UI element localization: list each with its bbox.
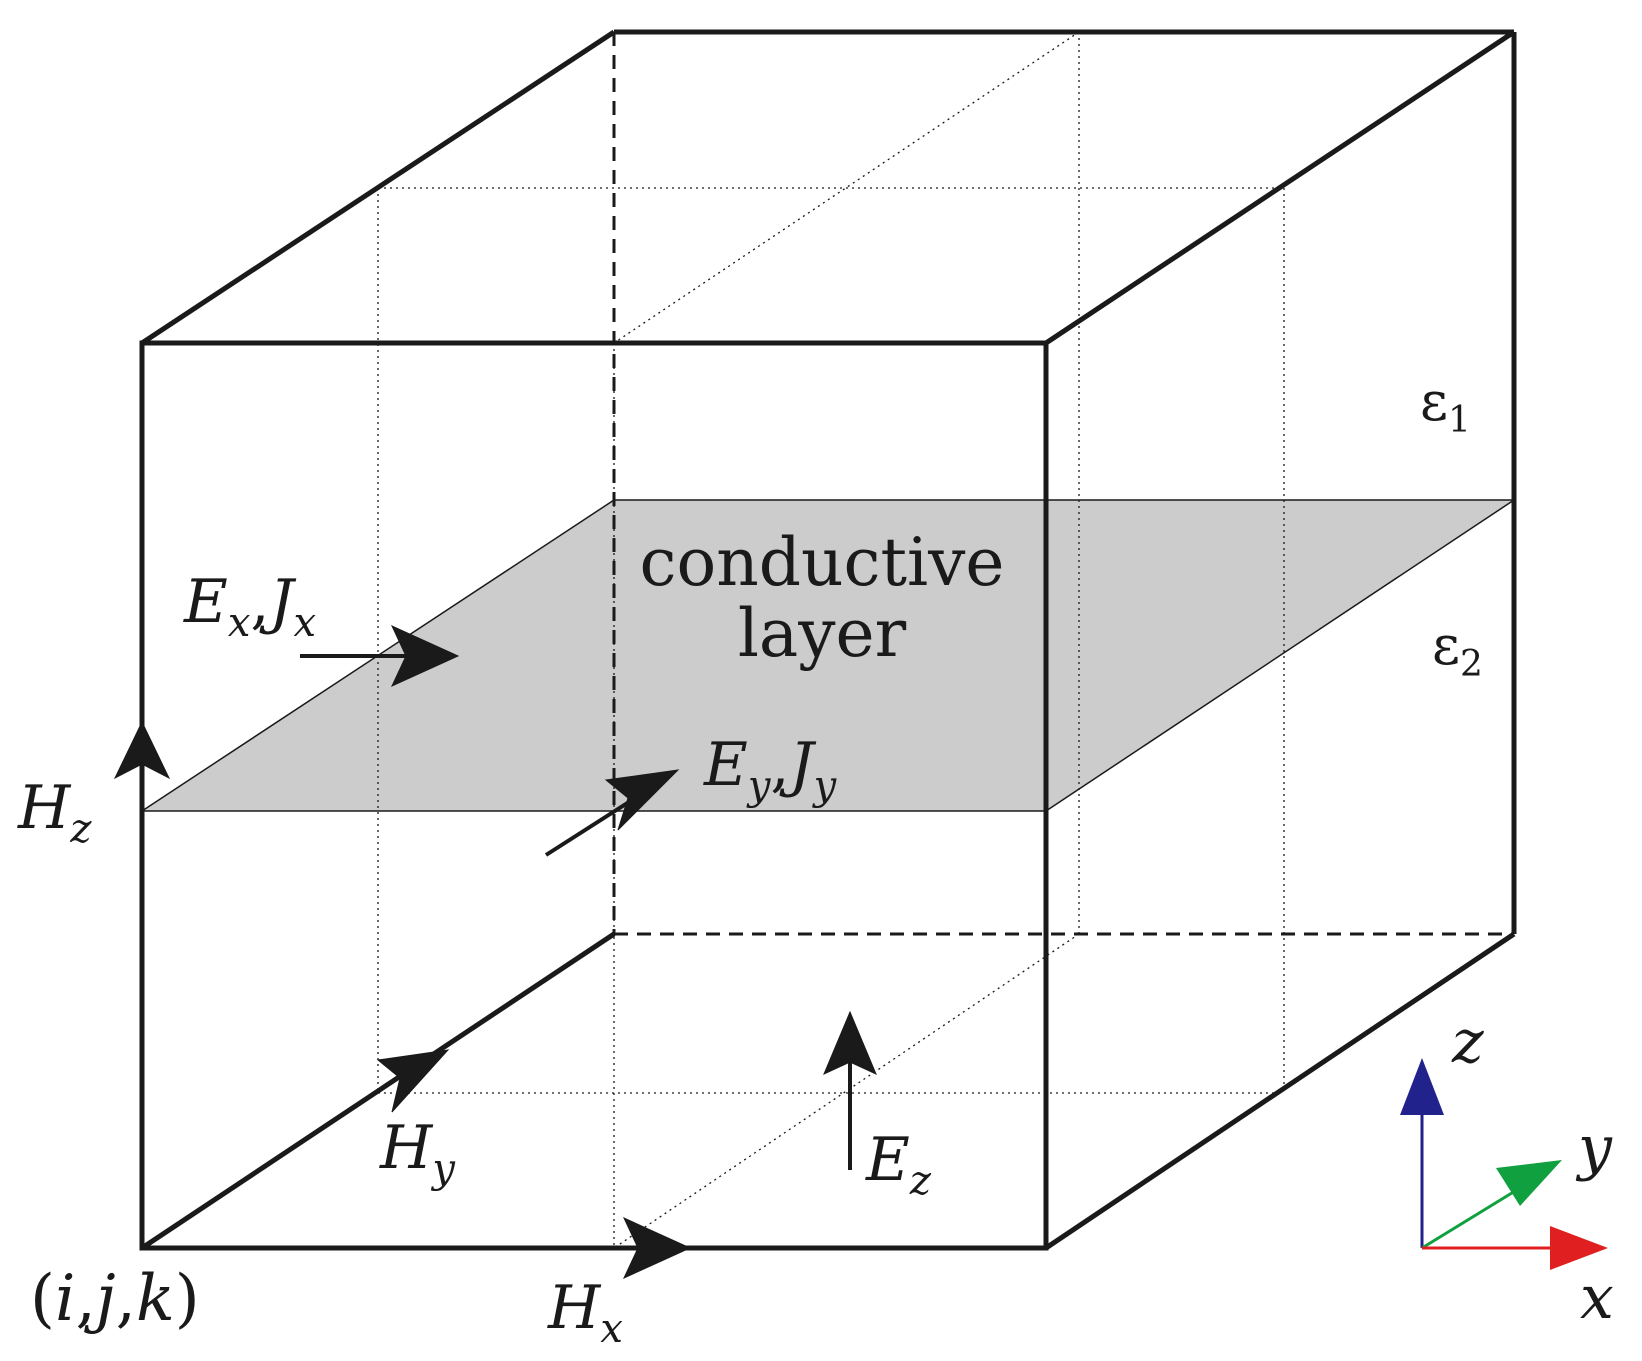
axis-triad: z y x [1400,1007,1614,1333]
ex-arrow-head [390,624,460,688]
conductive-label-line1: conductive [640,524,1005,601]
x-axis-label: x [1580,1263,1614,1333]
hidden-edges [612,32,1514,936]
x-axis-head [1550,1226,1608,1270]
cube-edges [139,29,1517,1251]
cell-index-label: (i,j,k) [30,1262,200,1336]
z-axis-head [1400,1058,1444,1115]
field-arrows [113,624,877,1280]
y-axis-label: y [1575,1113,1613,1183]
ez-label: Ez [865,1125,932,1204]
ey-arrow-shaft [544,793,642,857]
ex-jx-label: Ex,Jx [183,567,316,646]
hy-label: Hy [379,1113,456,1192]
hx-label: Hx [547,1273,623,1352]
ey-jy-label: Ey,Jy [703,730,838,809]
hy-arrow-head [376,1049,450,1113]
hz-label: Hz [17,773,92,852]
ez-arrow-head [823,1010,877,1075]
diagram-labels: conductive layer ε1 ε2 Ex,Jx Ey,Jy Hz Hy… [17,370,1483,1352]
conductive-label-line2: layer [738,595,907,672]
ey-arrow-head [604,769,680,831]
y-axis-head [1496,1160,1562,1206]
epsilon-2-label: ε2 [1432,614,1483,685]
hx-arrow-head [622,1216,692,1280]
hz-arrow-head [113,720,171,780]
epsilon-1-label: ε1 [1420,370,1471,441]
z-axis-label: z [1451,1007,1484,1077]
y-axis-line [1421,1186,1521,1250]
